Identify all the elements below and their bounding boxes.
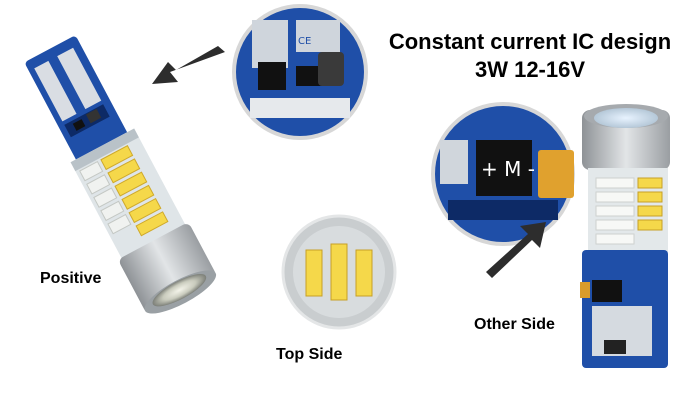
other-side-zoom-circle: + M - bbox=[431, 102, 575, 246]
caption-positive: Positive bbox=[40, 270, 102, 287]
ic-zoom-circle: CE bbox=[232, 4, 368, 140]
left-bulb-image bbox=[25, 36, 217, 314]
caption-other-side: Other Side bbox=[474, 316, 555, 333]
arrow-to-other-side-zoom bbox=[486, 222, 546, 278]
caption-top-side: Top Side bbox=[276, 346, 343, 363]
svg-text:+ M -: + M - bbox=[481, 157, 535, 181]
right-bulb-image bbox=[580, 104, 670, 368]
arrow-to-ic-zoom bbox=[152, 46, 225, 84]
headline-line-2: 3W 12-16V bbox=[474, 57, 586, 82]
headline-line-1: Constant current IC design bbox=[388, 29, 672, 54]
svg-text:CE: CE bbox=[298, 36, 311, 47]
top-side-circle bbox=[281, 214, 397, 330]
headline: Constant current IC design 3W 12-16V bbox=[360, 28, 700, 84]
